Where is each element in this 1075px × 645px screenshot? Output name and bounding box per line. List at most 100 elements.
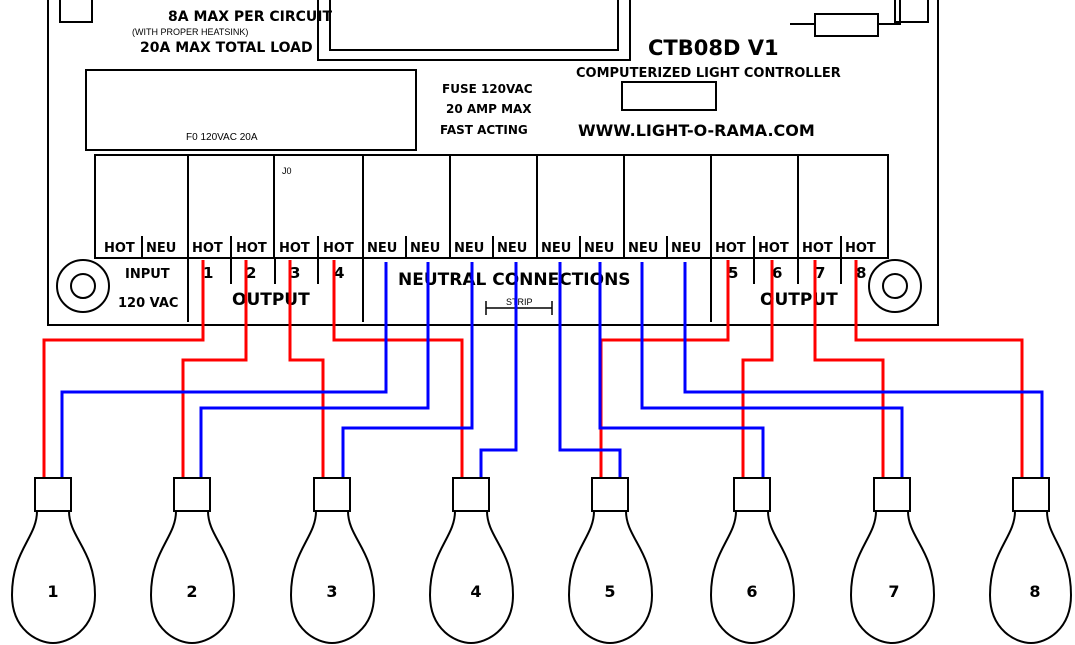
neutral-wires: [60, 262, 1044, 478]
terminal-label: NEU: [410, 241, 440, 256]
bulb-4: 4: [428, 477, 515, 645]
channel-number: 6: [772, 264, 782, 282]
bulb-glass: [709, 510, 796, 645]
bulb-number: 3: [326, 582, 337, 601]
hot-wire-4: [332, 260, 464, 478]
bulb-3: 3: [289, 477, 376, 645]
terminal-label: NEU: [454, 241, 484, 256]
model-title: CTB08D V1: [648, 36, 779, 60]
bulb-2: 2: [149, 477, 236, 645]
bulb-glass: [988, 510, 1073, 645]
terminal-label: HOT: [323, 241, 354, 256]
input-label: INPUT: [125, 267, 170, 282]
fuse-label: F0 120VAC 20A: [186, 132, 258, 143]
bulb-socket: [733, 477, 771, 512]
board-subtitle: COMPUTERIZED LIGHT CONTROLLER: [576, 66, 841, 81]
spec-line-2: (WITH PROPER HEATSINK): [132, 27, 248, 37]
strip-label: STRIP: [506, 297, 533, 307]
terminal-label: NEU: [497, 241, 527, 256]
channel-number: 8: [856, 264, 866, 282]
output-label-right: OUTPUT: [760, 290, 838, 310]
bulb-socket: [173, 477, 211, 512]
output-label-left: OUTPUT: [232, 290, 310, 310]
neutral-wire-4: [479, 262, 518, 478]
terminal-label: NEU: [628, 241, 658, 256]
hot-wire-5: [599, 260, 730, 478]
controller-board: [47, 0, 939, 326]
neutral-wire-2: [199, 262, 430, 478]
bulb-number: 5: [604, 582, 615, 601]
bulb-glass: [567, 510, 654, 645]
resistor-leads: [790, 0, 901, 25]
terminal-block: [94, 154, 889, 259]
channel-number: 2: [246, 264, 256, 282]
hot-wire-2: [181, 260, 248, 478]
bulb-5: 5: [567, 477, 654, 645]
terminal-label: HOT: [192, 241, 223, 256]
neutral-wire-8: [683, 262, 1044, 478]
terminal-label: NEU: [367, 241, 397, 256]
heatsink-inner: [329, 0, 619, 51]
website: WWW.LIGHT-O-RAMA.COM: [578, 121, 815, 140]
bulb-glass: [428, 510, 515, 645]
hot-wire-8: [854, 260, 1024, 478]
bulb-number: 4: [470, 582, 481, 601]
channel-number: 7: [815, 264, 825, 282]
resistor: [814, 13, 879, 37]
neutral-wire-6: [598, 262, 765, 478]
bulb-number: 1: [47, 582, 58, 601]
strip-gauge: [485, 301, 553, 315]
terminal-label: HOT: [236, 241, 267, 256]
terminal-label: HOT: [104, 241, 135, 256]
bulb-glass: [289, 510, 376, 645]
channel-number: 4: [334, 264, 344, 282]
terminal-label: HOT: [758, 241, 789, 256]
fuse-spec-2: 20 AMP MAX: [446, 102, 532, 116]
channel-numbers: 1 2 3 4 5 6 7 8: [203, 264, 866, 282]
hot-wire-1: [42, 260, 205, 478]
neutral-wire-1: [60, 262, 388, 478]
mounting-hole-left: [56, 259, 110, 313]
bulb-glass: [149, 510, 236, 645]
board-outline: [47, 0, 939, 326]
hot-wires: [42, 260, 1024, 478]
bulb-glass: [10, 510, 97, 645]
spec-line-3: 20A MAX TOTAL LOAD: [140, 40, 313, 56]
bulb-socket: [452, 477, 490, 512]
neutral-connections-label: NEUTRAL CONNECTIONS: [398, 270, 631, 290]
terminal-label: HOT: [279, 241, 310, 256]
bulb-7: 7: [849, 477, 936, 645]
bulb-socket: [34, 477, 72, 512]
terminal-label: NEU: [541, 241, 571, 256]
hot-wire-7: [813, 260, 885, 478]
terminal-label: HOT: [715, 241, 746, 256]
fuse-box: [85, 69, 417, 151]
bulb-socket: [873, 477, 911, 512]
neutral-wire-5: [558, 262, 622, 478]
bulb-socket: [313, 477, 351, 512]
channel-number: 3: [290, 264, 300, 282]
hot-wire-6: [741, 260, 774, 478]
bulb-glass: [849, 510, 936, 645]
mounting-hole-right: [868, 259, 922, 313]
bulb-6: 6: [709, 477, 796, 645]
channel-number: 1: [203, 264, 213, 282]
bulb-number: 8: [1029, 582, 1040, 601]
bulb-socket: [1012, 477, 1050, 512]
bulb-8: 8: [988, 477, 1073, 645]
mounting-tab-right: [894, 0, 929, 23]
heatsink-outer: [317, 0, 631, 61]
terminal-label: NEU: [584, 241, 614, 256]
neutral-wire-7: [640, 262, 904, 478]
terminal-label: HOT: [845, 241, 876, 256]
mounting-tab-left: [59, 0, 93, 23]
terminal-labels: HOT NEU HOT HOT HOT HOT NEU NEU NEU NEU …: [104, 241, 876, 256]
input-voltage: 120 VAC: [118, 296, 178, 311]
fuse-spec-3: FAST ACTING: [440, 123, 528, 137]
terminal-label: NEU: [146, 241, 176, 256]
spec-line-1: 8A MAX PER CIRCUIT: [168, 9, 332, 25]
board-text: 8A MAX PER CIRCUIT (WITH PROPER HEATSINK…: [118, 9, 841, 311]
neutral-wire-3: [341, 262, 474, 478]
bulb-1: 1: [10, 477, 97, 645]
